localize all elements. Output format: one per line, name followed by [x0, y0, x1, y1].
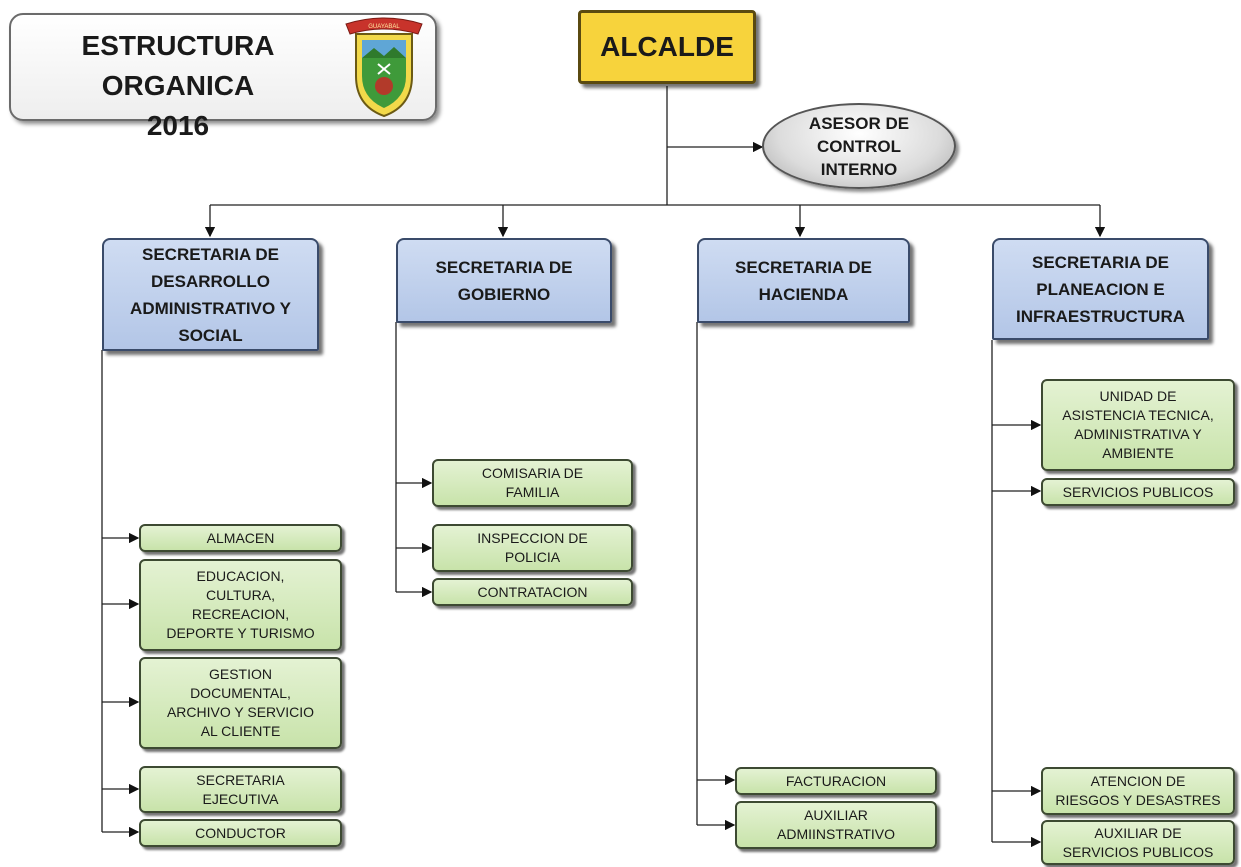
secretaria-hacienda: SECRETARIA DE HACIENDA [697, 238, 910, 323]
crest-banner-text: GUAYABAL [368, 24, 400, 30]
municipal-crest-icon: GUAYABAL [345, 17, 423, 118]
unit-auxiliar-servicios-publicos: AUXILIAR DE SERVICIOS PUBLICOS [1041, 820, 1235, 865]
chart-title: ESTRUCTURA ORGANICA 2016 [81, 30, 275, 141]
unit-servicios-publicos: SERVICIOS PUBLICOS [1041, 478, 1235, 506]
unit-asistencia-tecnica: UNIDAD DE ASISTENCIA TECNICA, ADMINISTRA… [1041, 379, 1235, 471]
unit-auxiliar-administrativo: AUXILIAR ADMIINSTRATIVO [735, 801, 937, 849]
unit-atencion-riesgos: ATENCION DE RIESGOS Y DESASTRES [1041, 767, 1235, 815]
unit-conductor: CONDUCTOR [139, 819, 342, 847]
unit-comisaria-familia: COMISARIA DE FAMILIA [432, 459, 633, 507]
unit-facturacion: FACTURACION [735, 767, 937, 795]
unit-educacion: EDUCACION, CULTURA, RECREACION, DEPORTE … [139, 559, 342, 651]
secretaria-planeacion: SECRETARIA DE PLANEACION E INFRAESTRUCTU… [992, 238, 1209, 340]
secretaria-gobierno: SECRETARIA DE GOBIERNO [396, 238, 612, 323]
unit-gestion-documental: GESTION DOCUMENTAL, ARCHIVO Y SERVICIO A… [139, 657, 342, 749]
unit-almacen: ALMACEN [139, 524, 342, 552]
alcalde-box: ALCALDE [578, 10, 756, 84]
unit-contratacion: CONTRATACION [432, 578, 633, 606]
asesor-control-interno: ASESOR DE CONTROL INTERNO [762, 103, 956, 189]
secretaria-desarrollo: SECRETARIA DE DESARROLLO ADMINISTRATIVO … [102, 238, 319, 351]
unit-inspeccion-policia: INSPECCION DE POLICIA [432, 524, 633, 572]
unit-secretaria-ejecutiva: SECRETARIA EJECUTIVA [139, 766, 342, 813]
